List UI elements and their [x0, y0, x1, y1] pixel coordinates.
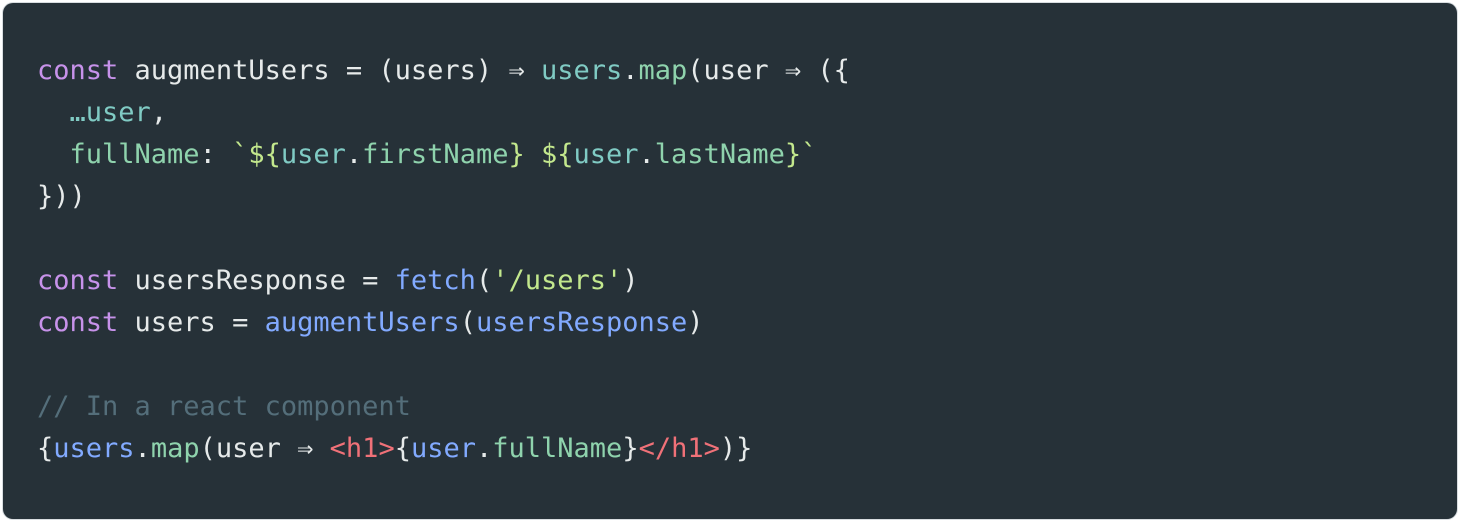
code-token: ⇒ [508, 55, 525, 86]
code-token [248, 307, 264, 338]
code-token: augmentUsers [264, 307, 460, 338]
code-token: . [345, 139, 363, 170]
code-token: augmentUsers [118, 55, 346, 86]
code-token: const [37, 265, 119, 296]
code-line: const usersResponse = fetch('/users') [37, 260, 850, 302]
code-token: } [622, 433, 639, 464]
code-token: . [476, 433, 493, 464]
code-token [313, 433, 329, 464]
code-token: user [410, 433, 476, 464]
code-token: firstName [362, 139, 509, 170]
code-token: usersResponse [475, 307, 688, 338]
code-token: `${ [232, 139, 281, 170]
code-token: lastName [654, 139, 785, 170]
code-token [378, 265, 394, 296]
code-line: fullName: `${user.firstName} ${user.last… [37, 134, 850, 176]
code-token: usersResponse [118, 265, 363, 296]
code-token: const [37, 307, 119, 338]
code-token: : [199, 139, 233, 170]
code-token: { [37, 433, 54, 464]
code-token: ( [459, 307, 476, 338]
code-token: ) [687, 307, 704, 338]
code-token [525, 55, 541, 86]
code-token: <h1> [329, 433, 395, 464]
code-token: = [232, 307, 249, 338]
code-line: {users.map(user ⇒ <h1>{user.fullName}</h… [37, 428, 850, 470]
code-token: ( [475, 265, 493, 296]
code-token: map [638, 55, 688, 86]
code-token: users [540, 55, 623, 86]
code-token: fullName [492, 433, 623, 464]
code-token: users [118, 307, 233, 338]
code-token: = [362, 265, 379, 296]
code-line: // In a react component [37, 386, 850, 428]
code-token: { [394, 433, 411, 464]
code-token: (users) [362, 55, 509, 86]
code-content: const augmentUsers = (users) ⇒ users.map… [37, 50, 850, 470]
code-line [37, 218, 850, 260]
code-token: (user [687, 55, 785, 86]
code-token: // In a react component [37, 391, 411, 422]
code-token: fetch [394, 265, 476, 296]
code-token: = [345, 55, 363, 86]
code-token: … [69, 97, 86, 128]
code-token: user [85, 97, 151, 128]
code-token: users [53, 433, 135, 464]
code-token: ⇒ [297, 433, 314, 464]
code-line: const users = augmentUsers(usersResponse… [37, 302, 850, 344]
code-token: user [573, 139, 639, 170]
code-token [37, 139, 70, 170]
code-token: })) [37, 181, 86, 212]
code-token: map [150, 433, 200, 464]
code-token: . [134, 433, 151, 464]
code-token: ⇒ [784, 55, 802, 86]
code-token: '/users' [492, 265, 623, 296]
code-token: const [37, 55, 119, 86]
code-token: }` [784, 139, 818, 170]
code-line: const augmentUsers = (users) ⇒ users.map… [37, 50, 850, 92]
code-line [37, 344, 850, 386]
code-token: fullName [69, 139, 200, 170]
code-line: })) [37, 176, 850, 218]
code-token: ) [622, 265, 639, 296]
code-token: , [150, 97, 168, 128]
code-token: )} [719, 433, 753, 464]
code-block: const augmentUsers = (users) ⇒ users.map… [3, 3, 1457, 519]
code-token: . [622, 55, 639, 86]
code-token: } ${ [508, 139, 574, 170]
code-token: user [280, 139, 346, 170]
code-token: . [638, 139, 655, 170]
code-token: (user [199, 433, 298, 464]
code-token [37, 97, 70, 128]
code-line: …user, [37, 92, 850, 134]
code-token: </h1> [638, 433, 720, 464]
code-token: ({ [801, 55, 850, 86]
